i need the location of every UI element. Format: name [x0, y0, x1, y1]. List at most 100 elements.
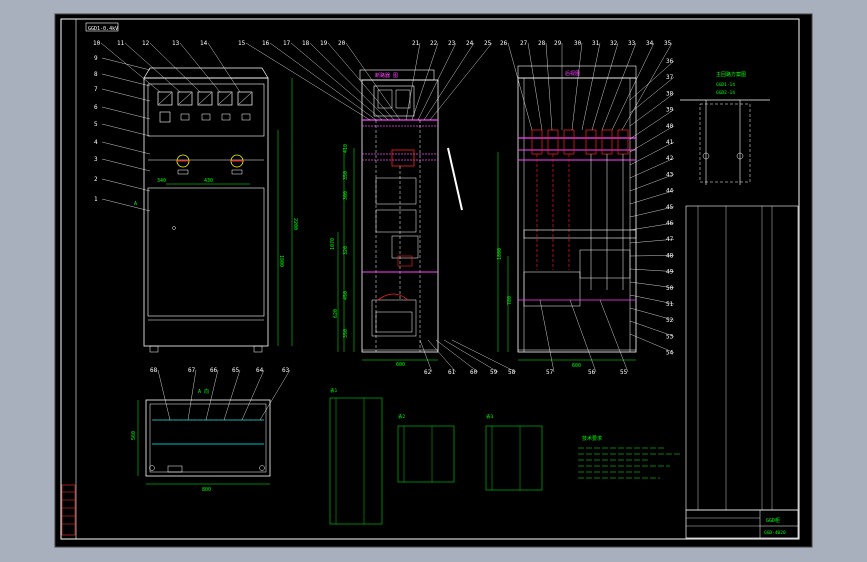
- drawing-sheet: [54, 13, 813, 548]
- leader-line: [101, 198, 151, 212]
- leader-line: [629, 294, 675, 305]
- leader-line: [101, 123, 151, 137]
- leader-line: [621, 42, 673, 131]
- callout-7: 7: [94, 86, 98, 93]
- callout-64: 64: [256, 367, 264, 374]
- callout-55: 55: [620, 369, 628, 376]
- leader-line: [101, 106, 151, 120]
- leader-line: [527, 42, 543, 131]
- parts-table-2: 表2: [397, 413, 455, 483]
- inner-frame: [75, 18, 800, 540]
- callout-2: 2: [94, 176, 98, 183]
- leader-line: [629, 190, 675, 205]
- leader-line: [629, 307, 675, 321]
- leader-line: [179, 42, 221, 93]
- leader-line: [417, 42, 457, 121]
- callout-24: 24: [466, 40, 474, 47]
- callout-12: 12: [142, 40, 150, 47]
- dim-side-6: 620: [333, 309, 339, 318]
- callout-66: 66: [210, 367, 218, 374]
- callout-59: 59: [490, 369, 498, 376]
- callout-15: 15: [238, 40, 246, 47]
- side-view: 断路器 图 410 350 300 1070 320 620 450 350: [330, 69, 463, 368]
- callout-62: 62: [424, 369, 432, 376]
- meter-4: [217, 91, 233, 106]
- leader-line: [581, 42, 601, 131]
- leader-line: [345, 42, 401, 121]
- dim-side-2: 350: [343, 171, 349, 180]
- callout-20: 20: [338, 40, 346, 47]
- table-3-title: 表3: [486, 413, 493, 420]
- callout-38: 38: [666, 90, 674, 97]
- leader-line: [599, 299, 629, 373]
- plan-view: A 向 800 560: [131, 388, 271, 493]
- leader-line: [539, 299, 555, 373]
- dim-side-8: 350: [343, 329, 349, 338]
- callout-8: 8: [94, 71, 98, 78]
- side-panel-tag: 断路器 图: [375, 72, 398, 79]
- leader-line: [435, 339, 479, 373]
- dim-side-5: 320: [343, 246, 349, 255]
- dim-rear-width: 600: [572, 363, 581, 369]
- leader-line: [611, 42, 655, 131]
- callout-40: 40: [666, 123, 674, 130]
- meter-3: [197, 91, 213, 106]
- front-view: 430 340 2200 1800 A: [134, 67, 298, 353]
- leader-line: [411, 42, 439, 121]
- leader-line: [101, 178, 151, 192]
- title-tag-box: [85, 22, 119, 32]
- callout-58: 58: [508, 369, 516, 376]
- callout-35: 35: [664, 40, 672, 47]
- leader-line: [101, 141, 151, 155]
- leader-line: [423, 42, 475, 121]
- leader-line: [245, 42, 371, 121]
- leader-line: [100, 42, 161, 93]
- callout-33: 33: [628, 40, 636, 47]
- title-tag: GGD1-0.4kV: [88, 26, 118, 32]
- callout-56: 56: [588, 369, 596, 376]
- callout-44: 44: [666, 188, 674, 195]
- callout-42: 42: [666, 155, 674, 162]
- callout-65: 65: [232, 367, 240, 374]
- dim-rear-height: 1800: [497, 248, 503, 260]
- leader-line: [149, 42, 201, 93]
- callout-53: 53: [666, 333, 674, 340]
- technical-notes: 技术要求: [578, 435, 680, 479]
- leader-line: [629, 77, 675, 114]
- leader-line: [405, 42, 421, 121]
- leader-line: [124, 42, 181, 93]
- callout-34: 34: [646, 40, 654, 47]
- callout-43: 43: [666, 171, 674, 178]
- meter-5: [237, 91, 253, 106]
- callout-11: 11: [117, 40, 125, 47]
- callout-13: 13: [172, 40, 180, 47]
- callout-23: 23: [448, 40, 456, 47]
- parts-table-3: 表3: [485, 413, 543, 491]
- callout-10: 10: [93, 40, 101, 47]
- leader-line: [327, 42, 395, 121]
- leader-line: [629, 239, 675, 244]
- dim-front-offset: 340: [157, 178, 166, 184]
- callout-4: 4: [94, 139, 98, 146]
- leader-line: [429, 42, 493, 121]
- callout-31: 31: [592, 40, 600, 47]
- callout-54: 54: [666, 350, 674, 357]
- table-1-title: 表1: [330, 387, 337, 394]
- callout-52: 52: [666, 317, 674, 324]
- callout-41: 41: [666, 139, 674, 146]
- callout-9: 9: [94, 55, 98, 62]
- callout-57: 57: [546, 369, 554, 376]
- leader-line: [629, 174, 675, 192]
- callout-3: 3: [94, 156, 98, 163]
- callout-30: 30: [574, 40, 582, 47]
- dim-side-3: 300: [343, 191, 349, 200]
- leader-line: [207, 42, 241, 93]
- leader-line: [629, 268, 675, 272]
- callout-32: 32: [610, 40, 618, 47]
- leader-line: [629, 93, 675, 127]
- dim-plan-depth: 560: [131, 431, 137, 440]
- callout-26: 26: [500, 40, 508, 47]
- title-block: GGD柜 GGD-4020: [685, 509, 799, 539]
